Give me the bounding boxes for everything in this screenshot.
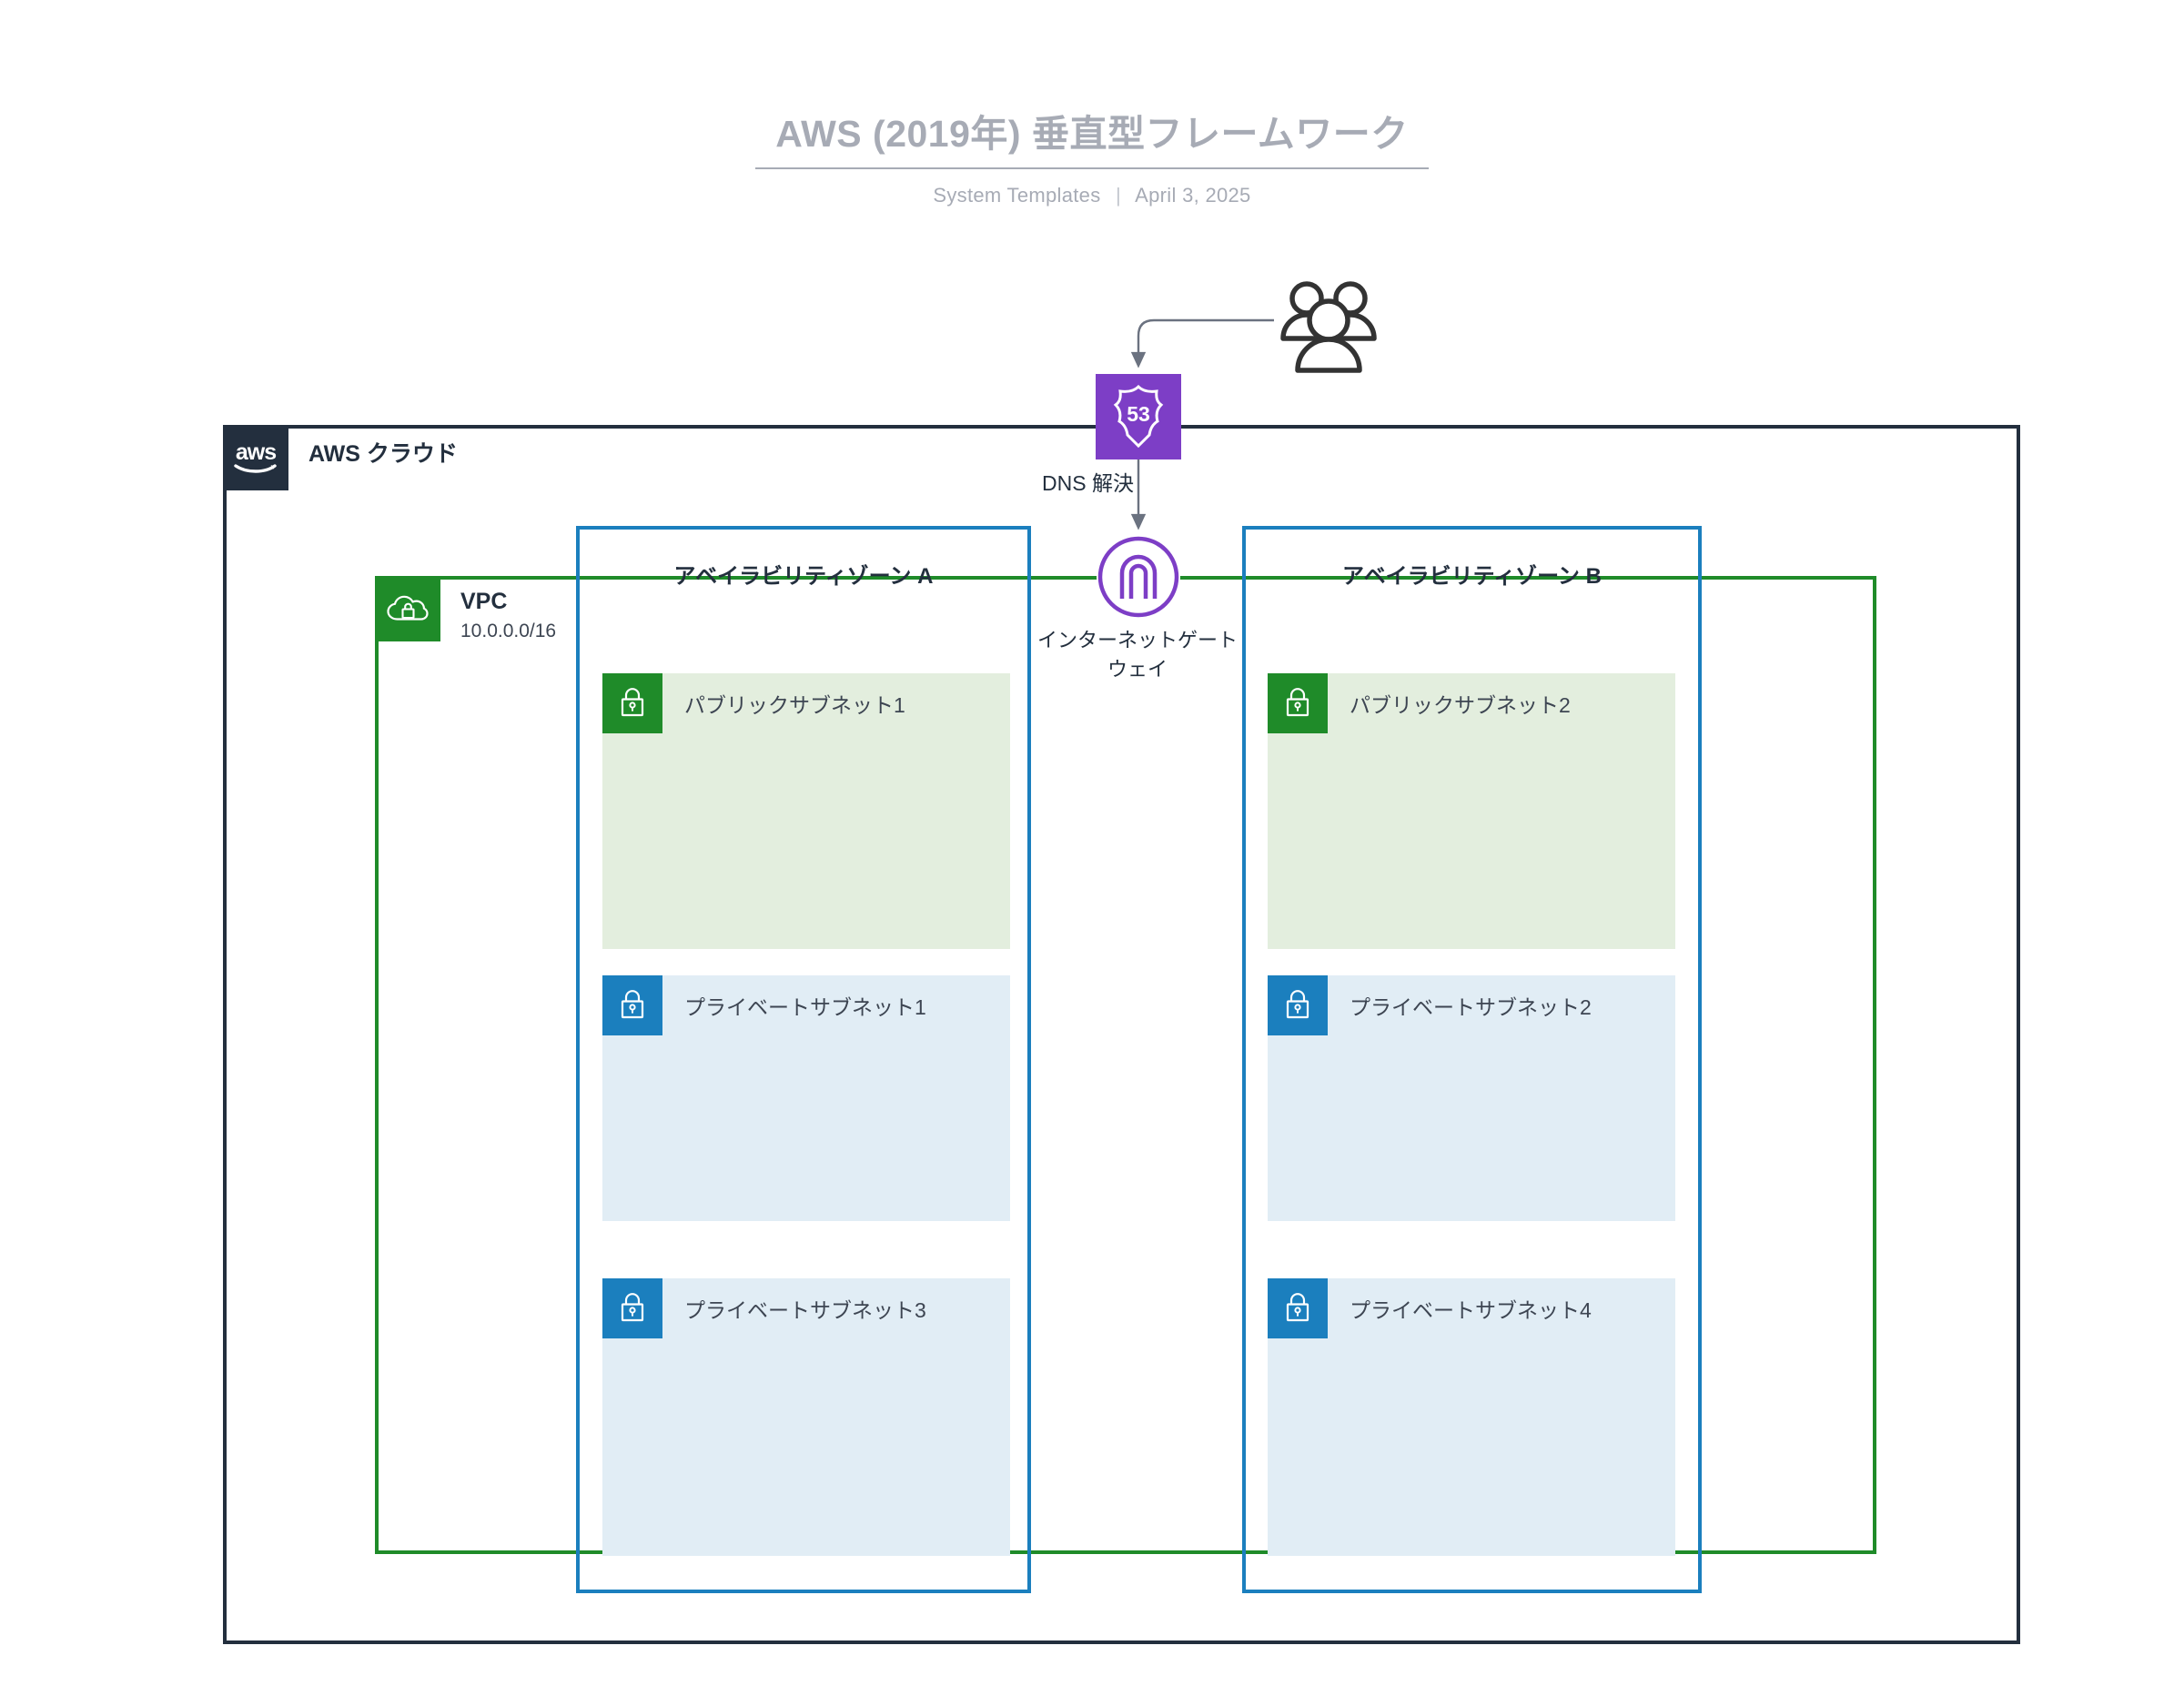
subnet-label: プライベートサブネット1: [662, 990, 926, 1021]
lock-icon: [1268, 673, 1328, 733]
subnet-private-1[interactable]: プライベートサブネット1: [602, 975, 1010, 1221]
subnet-private-2[interactable]: プライベートサブネット2: [1268, 975, 1675, 1221]
aws-cloud-label: AWS クラウド: [308, 441, 458, 468]
subnet-label: パブリックサブネット1: [662, 688, 905, 719]
users-icon: [1274, 268, 1383, 378]
igw-label-line1: インターネットゲート: [1001, 626, 1274, 655]
aws-logo-icon: aws: [223, 425, 288, 490]
subnet-public-1[interactable]: パブリックサブネット1: [602, 673, 1010, 949]
lock-icon: [1268, 1278, 1328, 1338]
subnet-public-2[interactable]: パブリックサブネット2: [1268, 673, 1675, 949]
route53-badge-text: 53: [1127, 402, 1150, 426]
route53-node[interactable]: 53: [1096, 374, 1181, 459]
internet-gateway-node[interactable]: [1097, 535, 1180, 619]
subnet-label: プライベートサブネット2: [1328, 990, 1592, 1021]
lock-icon: [602, 673, 662, 733]
subnet-label: プライベートサブネット4: [1328, 1293, 1592, 1324]
availability-zone-b-title: アベイラビリティゾーン B: [1242, 558, 1702, 590]
lock-icon: [602, 1278, 662, 1338]
svg-text:aws: aws: [236, 439, 276, 465]
lock-icon: [1268, 975, 1328, 1035]
subnet-label: パブリックサブネット2: [1328, 688, 1571, 719]
subnet-private-4[interactable]: プライベートサブネット4: [1268, 1278, 1675, 1556]
availability-zone-a-title: アベイラビリティゾーン A: [576, 558, 1031, 590]
lock-icon: [602, 975, 662, 1035]
vpc-label: VPC: [460, 589, 556, 615]
vpc-label-group: VPC 10.0.0.0/16: [375, 576, 556, 642]
vpc-cloud-lock-icon: [375, 576, 440, 641]
igw-label-line2: ウェイ: [1001, 655, 1274, 684]
dns-edge-label: DNS 解決: [1042, 466, 1134, 497]
internet-gateway-label: インターネットゲート ウェイ: [1001, 626, 1274, 684]
subnet-private-3[interactable]: プライベートサブネット3: [602, 1278, 1010, 1556]
subnet-label: プライベートサブネット3: [662, 1293, 926, 1324]
vpc-cidr: 10.0.0.0/16: [460, 615, 556, 642]
edge-users-to-route53: [1138, 320, 1274, 360]
aws-cloud-label-group: aws AWS クラウド: [223, 425, 458, 490]
